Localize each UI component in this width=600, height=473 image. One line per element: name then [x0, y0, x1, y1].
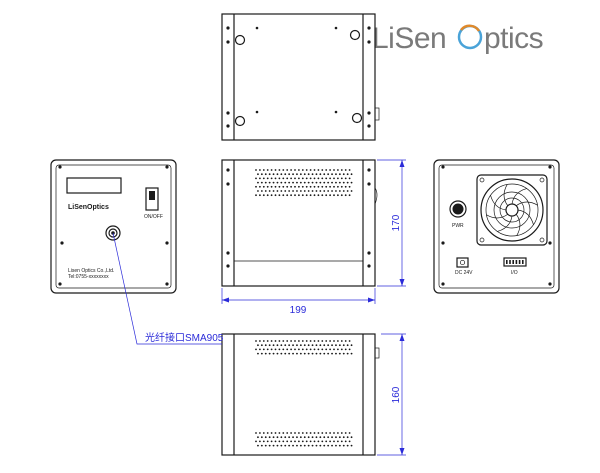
bottom-view-body: [221, 333, 376, 456]
lisen-optics-logo: LiSen ptics: [372, 22, 544, 55]
mount-hole: [349, 29, 361, 41]
rear-panel-view: PWR DC 24V I/O: [433, 159, 560, 294]
fiber-port: [105, 225, 121, 241]
io-connector: [503, 257, 527, 267]
ventilation-grille: [255, 340, 353, 355]
front-panel-outline: [50, 159, 177, 294]
mount-hole: [351, 112, 363, 124]
power-switch: [145, 187, 159, 211]
dc-label: DC 24V: [455, 270, 473, 276]
knob-label: PWR: [452, 223, 464, 229]
fiber-port-callout: 光纤接口SMA905: [112, 232, 224, 345]
cable-stub: [374, 187, 378, 205]
side-view: [221, 159, 378, 287]
fan-icon: [476, 174, 548, 246]
connector-stub: [374, 347, 380, 359]
fine-print-2: Tel:0755-xxxxxxxx: [68, 274, 109, 280]
dim-170: 170: [391, 214, 402, 231]
logo-o-arc: [460, 24, 481, 32]
dimension-width-side: 199: [221, 288, 376, 316]
front-panel-view: ON/OFF LiSenOptics Lisen Optics Co.,Ltd.…: [50, 159, 177, 294]
logo-text-1: LiSen: [372, 22, 446, 55]
dimension-height-bottom: 160: [377, 333, 406, 456]
fine-print-1: Lisen Optics Co.,Ltd.: [68, 268, 114, 274]
power-knob-icon: [449, 200, 467, 218]
ventilation-grille: [255, 432, 353, 447]
rear-panel-outline: [433, 159, 560, 294]
switch-label: ON/OFF: [144, 214, 163, 220]
dim-199: 199: [290, 305, 307, 316]
logo-text-2: ptics: [484, 22, 543, 55]
mount-hole: [234, 34, 246, 46]
ventilation-grille: [255, 169, 353, 197]
bottom-view: [221, 333, 380, 456]
dimension-height-side: 170: [377, 159, 406, 287]
display-window: [66, 177, 122, 194]
io-label: I/O: [511, 270, 518, 276]
dim-160: 160: [391, 386, 402, 403]
mount-hole: [234, 115, 246, 127]
fiber-port-label: 光纤接口SMA905: [145, 331, 224, 344]
front-brand: LiSenOptics: [68, 204, 109, 211]
connector-stub: [374, 107, 380, 121]
top-view: [221, 13, 380, 141]
dc-jack: [456, 257, 469, 268]
side-view-body: [221, 159, 376, 287]
